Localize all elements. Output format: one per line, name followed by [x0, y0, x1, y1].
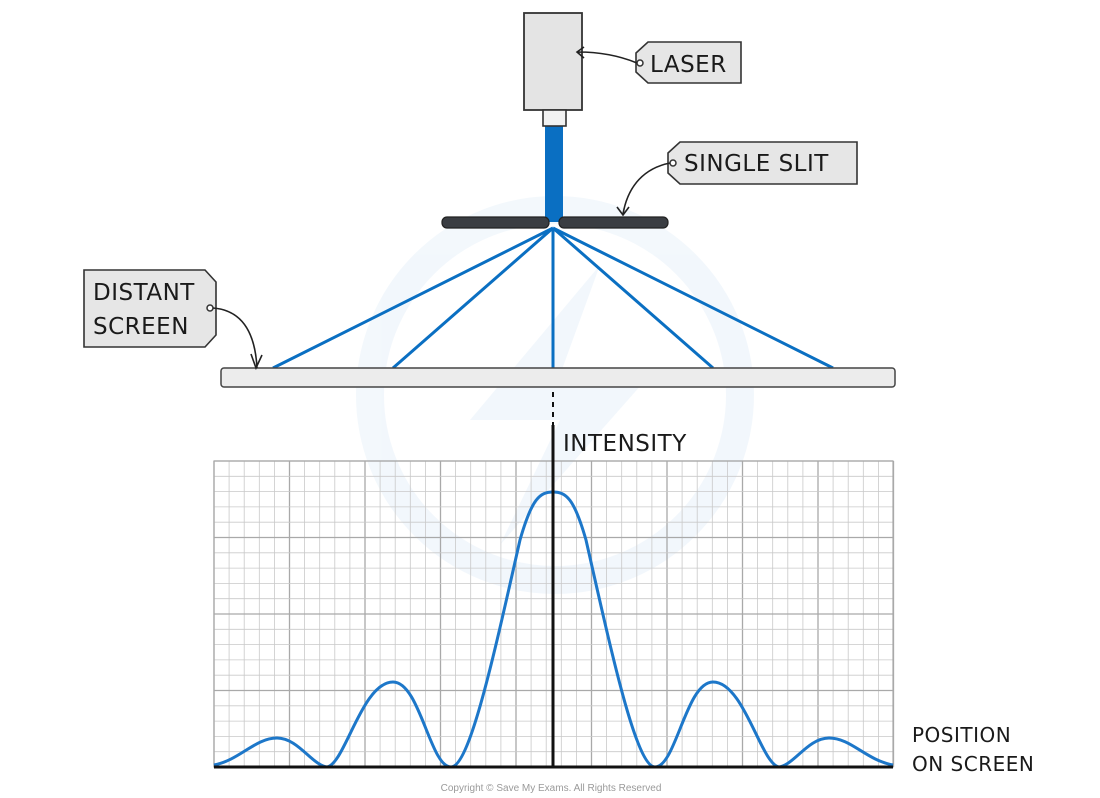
single-slit-label: SINGLE SLIT: [684, 151, 829, 177]
laser-label: LASER: [650, 52, 727, 78]
beam-line: [552, 226, 714, 370]
slit-right-plate: [558, 216, 669, 229]
single-slit-barrier: [441, 216, 669, 229]
distant-screen-pointer-arrow: [212, 307, 263, 371]
laser-nozzle: [542, 109, 567, 127]
laser-tag: LASER: [575, 41, 742, 84]
intensity-axis-label: INTENSITY: [563, 431, 687, 457]
laser-pointer-arrow: [575, 46, 638, 64]
distant-screen-label-line2: SCREEN: [93, 314, 189, 340]
single-slit-tag: SINGLE SLIT: [616, 141, 858, 217]
distant-screen-tag: DISTANT SCREEN: [83, 269, 263, 371]
beam-line: [392, 226, 554, 370]
laser-device-icon: [523, 12, 583, 127]
laser-body: [523, 12, 583, 111]
position-axis-label-line1: POSITION: [912, 723, 1011, 747]
distant-screen-label-line1: DISTANT: [93, 280, 195, 306]
copyright-notice: Copyright © Save My Exams. All Rights Re…: [441, 783, 662, 794]
slit-left-plate: [441, 216, 550, 229]
beam-line: [552, 226, 834, 370]
tag-eyelet-icon: [206, 304, 214, 312]
diffracted-beams: [272, 226, 834, 370]
position-axis-label-line2: ON SCREEN: [912, 752, 1034, 776]
tag-eyelet-icon: [636, 59, 644, 67]
single-slit-pointer-arrow: [616, 162, 671, 217]
distant-screen: [220, 367, 896, 388]
incident-beam: [545, 126, 563, 222]
beam-line: [272, 226, 554, 370]
tag-eyelet-icon: [669, 159, 677, 167]
